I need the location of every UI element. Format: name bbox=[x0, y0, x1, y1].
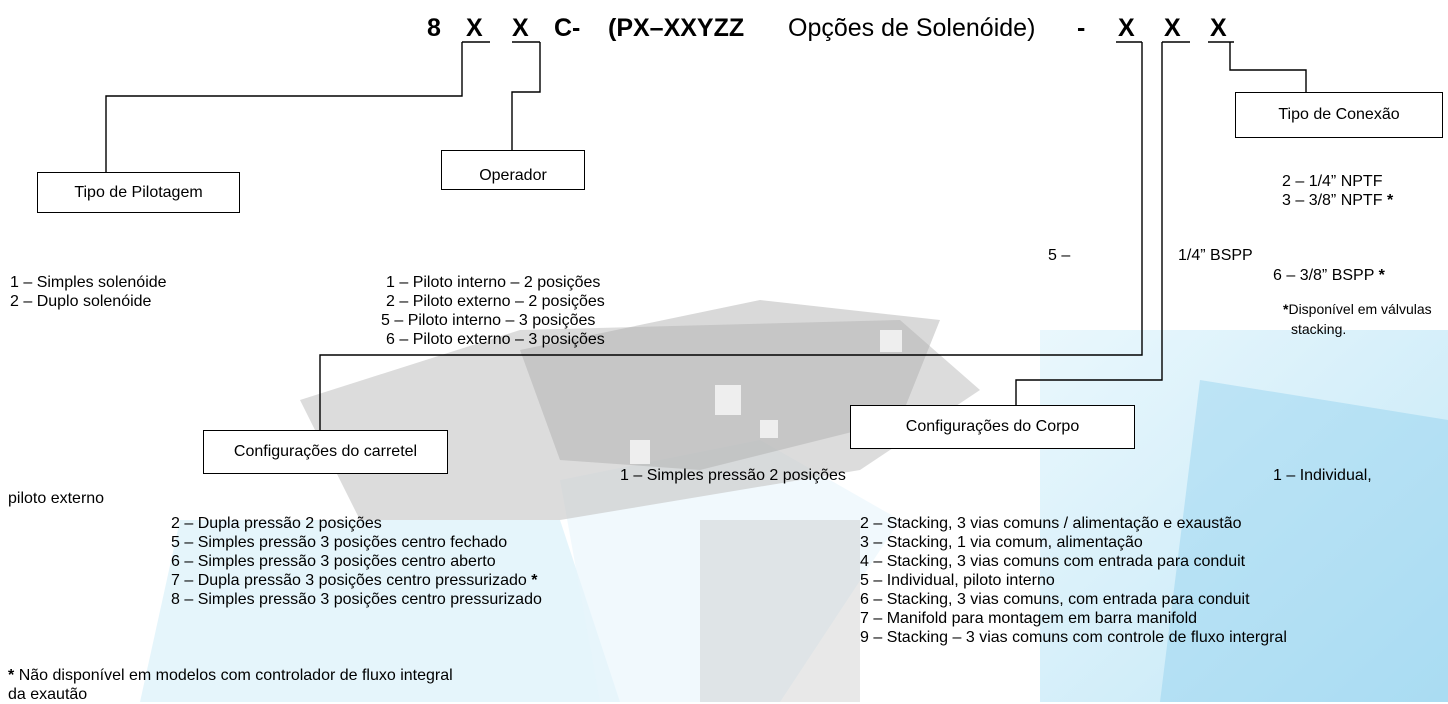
list-item: 2 – 1/4” NPTF bbox=[1282, 173, 1383, 190]
list-item: 8 – Simples pressão 3 posições centro pr… bbox=[171, 591, 542, 608]
list-item: 5 – Piloto interno – 3 posições bbox=[381, 312, 596, 329]
code-dash: - bbox=[1077, 14, 1086, 42]
list-item: 6 – Piloto externo – 3 posições bbox=[386, 331, 605, 348]
conexao-note: *Disponível em válvulas stacking. bbox=[1283, 301, 1432, 337]
list-item: 6 – 3/8” BSPP * bbox=[1273, 267, 1385, 284]
box-config-corpo: Configurações do Corpo bbox=[850, 405, 1135, 449]
corpo-list: 2 – Stacking, 3 vias comuns / alimentaçã… bbox=[860, 514, 1287, 647]
list-item: 6 – Stacking, 3 vias comuns, com entrada… bbox=[860, 591, 1250, 608]
list-item: 5 – Simples pressão 3 posições centro fe… bbox=[171, 534, 508, 551]
list-item: 3 – Stacking, 1 via comum, alimentação bbox=[860, 534, 1143, 551]
list-item: 9 – Stacking – 3 vias comuns com control… bbox=[860, 629, 1287, 646]
box-tipo-pilotagem: Tipo de Pilotagem bbox=[37, 172, 240, 213]
carretel-list: 2 – Dupla pressão 2 posições 5 – Simples… bbox=[171, 514, 542, 609]
list-item: 6 – Simples pressão 3 posições centro ab… bbox=[171, 553, 496, 570]
list-item: 1 – Simples solenóide bbox=[10, 274, 167, 291]
code-x-operador: X bbox=[512, 14, 529, 42]
list-item-prefix: 5 – bbox=[1048, 247, 1071, 264]
list-item: 2 – Dupla pressão 2 posições bbox=[171, 515, 382, 532]
code-x-corpo: X bbox=[1164, 14, 1181, 42]
pilotagem-list: 1 – Simples solenóide 2 – Duplo solenóid… bbox=[10, 273, 167, 311]
list-item: 4 – Stacking, 3 vias comuns com entrada … bbox=[860, 553, 1246, 570]
code-x-pilotagem: X bbox=[466, 14, 483, 42]
list-item: 1 – Individual, bbox=[1273, 467, 1372, 484]
code-x-carretel: X bbox=[1118, 14, 1135, 42]
list-item: 2 – Stacking, 3 vias comuns / alimentaçã… bbox=[860, 515, 1242, 532]
list-item-continued: piloto externo bbox=[8, 490, 105, 507]
footnote: * Não disponível em modelos com controla… bbox=[8, 667, 453, 703]
box-operador: Operador bbox=[441, 150, 585, 190]
list-item: 7 – Dupla pressão 3 posições centro pres… bbox=[171, 572, 538, 589]
list-item: 3 – 3/8” NPTF * bbox=[1282, 192, 1394, 209]
list-item: 1/4” BSPP bbox=[1178, 247, 1253, 264]
box-config-carretel: Configurações do carretel bbox=[203, 430, 448, 474]
code-px: (PX–XXYZZ bbox=[608, 14, 745, 42]
list-item: 5 – Individual, piloto interno bbox=[860, 572, 1055, 589]
list-item: 2 – Piloto externo – 2 posições bbox=[386, 293, 605, 310]
list-item: 2 – Duplo solenóide bbox=[10, 293, 152, 310]
code-8: 8 bbox=[427, 14, 441, 42]
code-x-conexao: X bbox=[1210, 14, 1227, 42]
code-c: C- bbox=[554, 14, 581, 42]
box-tipo-conexao: Tipo de Conexão bbox=[1235, 92, 1443, 138]
list-item: 7 – Manifold para montagem em barra mani… bbox=[860, 610, 1198, 627]
list-item: 1 – Simples pressão 2 posições bbox=[620, 467, 846, 484]
list-item: 1 – Piloto interno – 2 posições bbox=[386, 274, 601, 291]
code-solenoid-options: Opções de Solenóide) bbox=[788, 14, 1036, 42]
